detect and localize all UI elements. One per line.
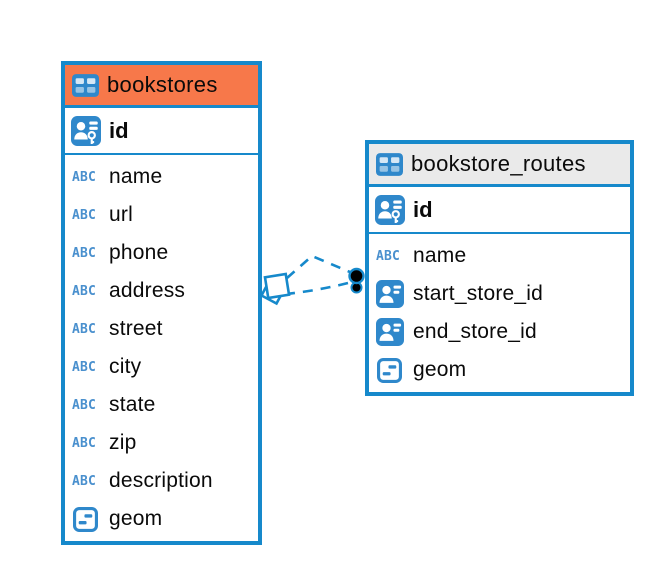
foreign-key-icon: [376, 318, 404, 346]
column-name: street: [109, 317, 163, 340]
text-type-icon: ABC: [376, 248, 401, 264]
column-row-name[interactable]: ABC name: [369, 237, 630, 275]
column-list: ABC name start_store_id: [369, 234, 630, 392]
column-row-id[interactable]: id: [369, 187, 630, 234]
column-name: address: [109, 279, 186, 302]
text-type-icon: ABC: [72, 245, 97, 261]
column-row-geom[interactable]: geom: [369, 351, 630, 389]
table-icon: [376, 152, 403, 176]
column-row-name[interactable]: ABC name: [65, 158, 258, 196]
geometry-type-icon: [72, 506, 100, 532]
column-name: geom: [413, 358, 467, 381]
foreign-key-icon: [376, 280, 404, 308]
text-type-icon: ABC: [72, 283, 97, 299]
column-name: name: [109, 165, 163, 188]
column-name: start_store_id: [413, 282, 544, 305]
text-type-icon: ABC: [72, 397, 97, 413]
column-name: end_store_id: [413, 320, 537, 343]
column-row-description[interactable]: ABC description: [65, 462, 258, 500]
column-row-city[interactable]: ABC city: [65, 348, 258, 386]
table-bookstore-routes[interactable]: bookstore_routes id ABC name: [365, 140, 634, 396]
text-type-icon: ABC: [72, 169, 97, 185]
column-row-zip[interactable]: ABC zip: [65, 424, 258, 462]
column-name: id: [413, 196, 433, 222]
stacked-dots-marker[interactable]: [348, 267, 365, 294]
column-row-id[interactable]: id: [65, 108, 258, 155]
column-name: id: [109, 117, 129, 143]
text-type-icon: ABC: [72, 435, 97, 451]
column-name: zip: [109, 431, 137, 454]
table-header-bookstores[interactable]: bookstores: [65, 65, 258, 108]
table-header-bookstore-routes[interactable]: bookstore_routes: [369, 144, 630, 187]
table-bookstores[interactable]: bookstores id ABC name: [61, 61, 262, 545]
column-row-end-store-id[interactable]: end_store_id: [369, 313, 630, 351]
column-name: name: [413, 244, 467, 267]
table-title: bookstores: [107, 72, 218, 97]
relationship-line-upper[interactable]: [286, 254, 351, 279]
geometry-type-icon: [376, 357, 404, 383]
table-icon: [72, 73, 99, 97]
column-name: phone: [109, 241, 169, 264]
column-row-url[interactable]: ABC url: [65, 196, 258, 234]
relationship-line-lower[interactable]: [284, 281, 349, 296]
primary-key-icon: [71, 115, 101, 146]
column-list: ABC name ABC url ABC phone ABC address A…: [65, 155, 258, 541]
stacked-squares-marker[interactable]: [259, 272, 291, 306]
column-name: state: [109, 393, 156, 416]
column-name: geom: [109, 507, 163, 530]
column-row-street[interactable]: ABC street: [65, 310, 258, 348]
relationship-line-group[interactable]: [259, 254, 365, 306]
column-name: url: [109, 203, 133, 226]
text-type-icon: ABC: [72, 321, 97, 337]
text-type-icon: ABC: [72, 207, 97, 223]
column-row-state[interactable]: ABC state: [65, 386, 258, 424]
column-row-phone[interactable]: ABC phone: [65, 234, 258, 272]
column-row-start-store-id[interactable]: start_store_id: [369, 275, 630, 313]
table-title: bookstore_routes: [411, 151, 586, 176]
text-type-icon: ABC: [72, 359, 97, 375]
column-row-address[interactable]: ABC address: [65, 272, 258, 310]
text-type-icon: ABC: [72, 473, 97, 489]
column-row-geom[interactable]: geom: [65, 500, 258, 538]
column-name: city: [109, 355, 142, 378]
column-name: description: [109, 469, 213, 492]
primary-key-icon: [375, 194, 405, 225]
